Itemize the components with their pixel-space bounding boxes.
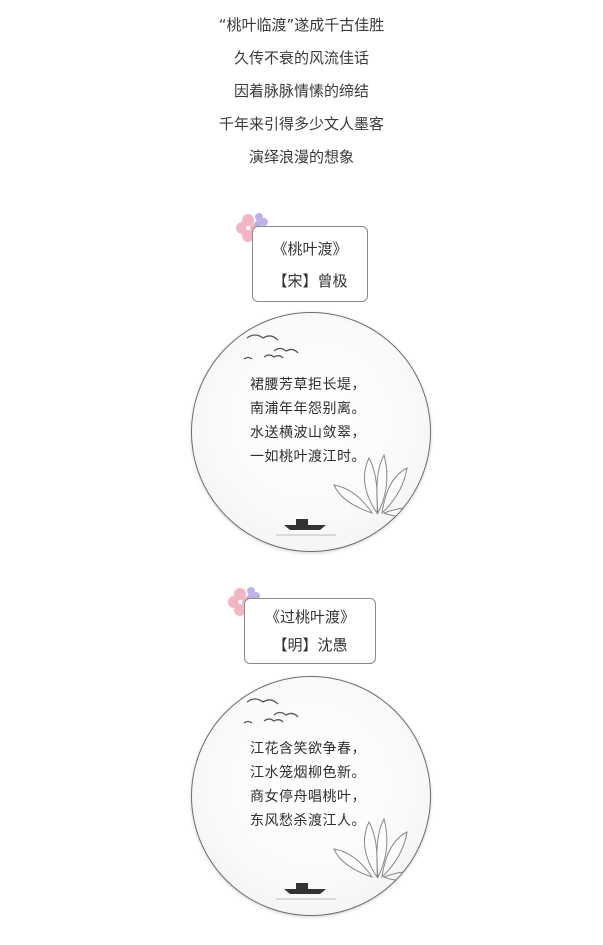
poem-author: 【明】沈愚	[272, 636, 348, 654]
intro-line: 久传不衰的风流佳话	[233, 49, 369, 67]
poem-line: 水送横波山敛翠，	[250, 425, 366, 441]
poem-line: 商女停舟唱桃叶，	[250, 789, 366, 805]
poem-line: 江花含笑欲争春，	[250, 741, 366, 757]
poem-line: 一如桃叶渡江时。	[250, 449, 366, 465]
intro-line: 因着脉脉情愫的缔结	[233, 82, 369, 100]
intro-line: 千年来引得多少文人墨客	[218, 115, 384, 133]
poem-text: 江花含笑欲争春， 江水笼烟柳色新。 商女停舟唱桃叶， 东风愁杀渡江人。	[250, 737, 366, 833]
poem-circle: 裙腰芳草拒长堤， 南浦年年怨别离。 水送横波山敛翠， 一如桃叶渡江时。	[191, 312, 431, 552]
poem-circle: 江花含笑欲争春， 江水笼烟柳色新。 商女停舟唱桃叶， 东风愁杀渡江人。	[191, 676, 431, 916]
poem-line: 江水笼烟柳色新。	[250, 765, 366, 781]
poem-title: 《桃叶渡》	[272, 240, 348, 258]
poem-line: 裙腰芳草拒长堤，	[250, 377, 366, 393]
poem-line: 南浦年年怨别离。	[250, 401, 366, 417]
poem-title-box: 《过桃叶渡》 【明】沈愚	[244, 598, 376, 664]
poem-text: 裙腰芳草拒长堤， 南浦年年怨别离。 水送横波山敛翠， 一如桃叶渡江时。	[250, 373, 366, 469]
intro-line: “桃叶临渡”遂成千古佳胜	[218, 16, 385, 34]
intro-text: “桃叶临渡”遂成千古佳胜 久传不衰的风流佳话 因着脉脉情愫的缔结 千年来引得多少…	[0, 12, 603, 177]
poem-title-box: 《桃叶渡》 【宋】曾极	[252, 226, 368, 302]
ink-painting-icon	[243, 334, 421, 536]
poem-title: 《过桃叶渡》	[264, 608, 355, 626]
ink-painting-icon	[243, 698, 421, 900]
intro-line: 演绎浪漫的想象	[248, 148, 354, 166]
poem-author: 【宋】曾极	[272, 272, 348, 290]
poem-line: 东风愁杀渡江人。	[250, 813, 366, 829]
